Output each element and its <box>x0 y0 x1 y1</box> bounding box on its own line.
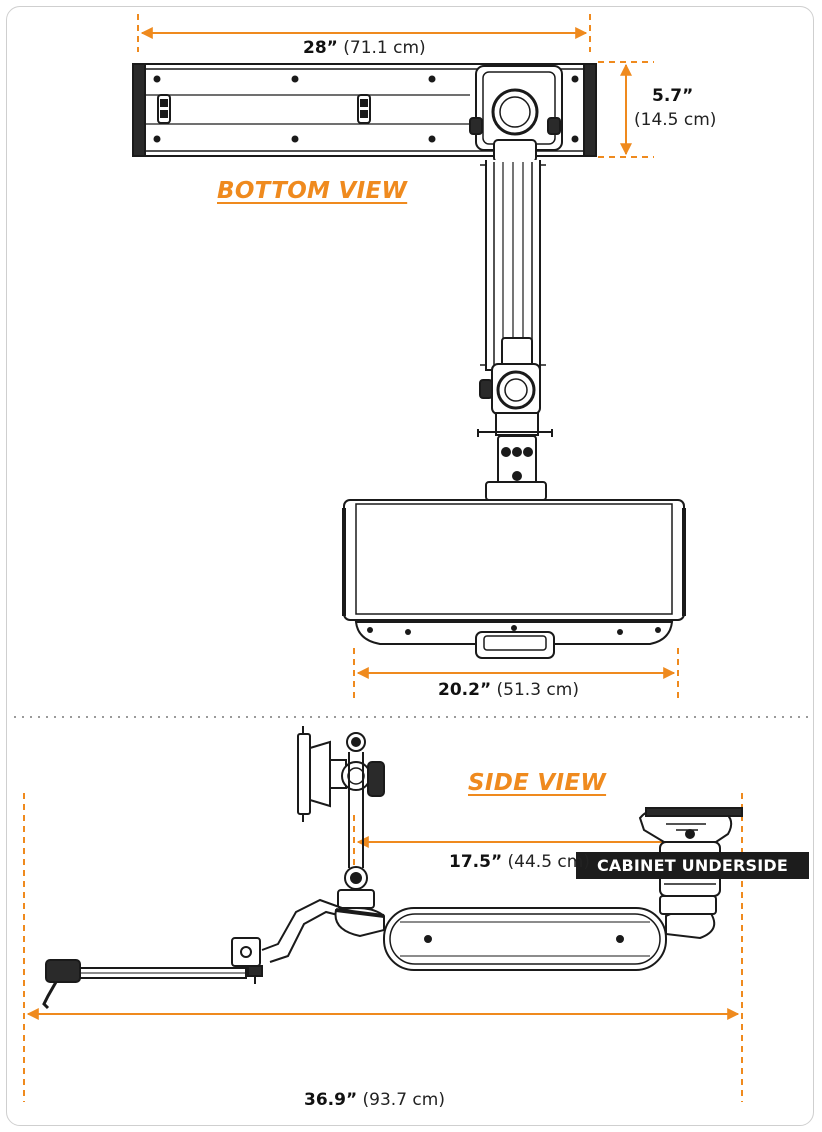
dimension-5-7in-label: 5.7” <box>652 86 693 106</box>
dimension-17-5in-value: 17.5” <box>449 852 503 872</box>
bottom-view-title: BOTTOM VIEW <box>217 178 408 204</box>
dimension-36-9in-label: 36.9” (93.7 cm) <box>304 1090 445 1110</box>
dimension-20-2in <box>353 648 679 700</box>
dimension-36-9in <box>23 793 743 1102</box>
dimension-20-2in-value: 20.2” <box>438 680 492 700</box>
side-view-title: SIDE VIEW <box>468 770 607 796</box>
dimension-5-7in-metric: (14.5 cm) <box>634 110 717 130</box>
dimension-20-2in-metric: (51.3 cm) <box>496 680 579 700</box>
dimension-36-9in-metric: (93.7 cm) <box>362 1090 445 1110</box>
dimension-5-7in <box>598 61 654 158</box>
dimension-28in <box>137 14 591 52</box>
dimension-5-7in-value: 5.7” <box>652 86 694 106</box>
dimension-28in-label: 28” (71.1 cm) <box>303 38 426 58</box>
dimension-28in-value: 28” <box>303 38 338 58</box>
dimension-36-9in-value: 36.9” <box>304 1090 358 1110</box>
cabinet-underside-label: CABINET UNDERSIDE <box>576 852 809 879</box>
dimension-20-2in-label: 20.2” (51.3 cm) <box>438 680 579 700</box>
dimension-28in-metric: (71.1 cm) <box>343 38 426 58</box>
dimension-17-5in-metric: (44.5 cm) <box>507 852 590 872</box>
diagram-frame <box>6 6 814 1126</box>
dimension-5-7in-metric-label: (14.5 cm) <box>634 110 716 130</box>
dimension-17-5in-label: 17.5” (44.5 cm) <box>449 852 590 872</box>
bottom-view-drawing <box>132 63 686 659</box>
